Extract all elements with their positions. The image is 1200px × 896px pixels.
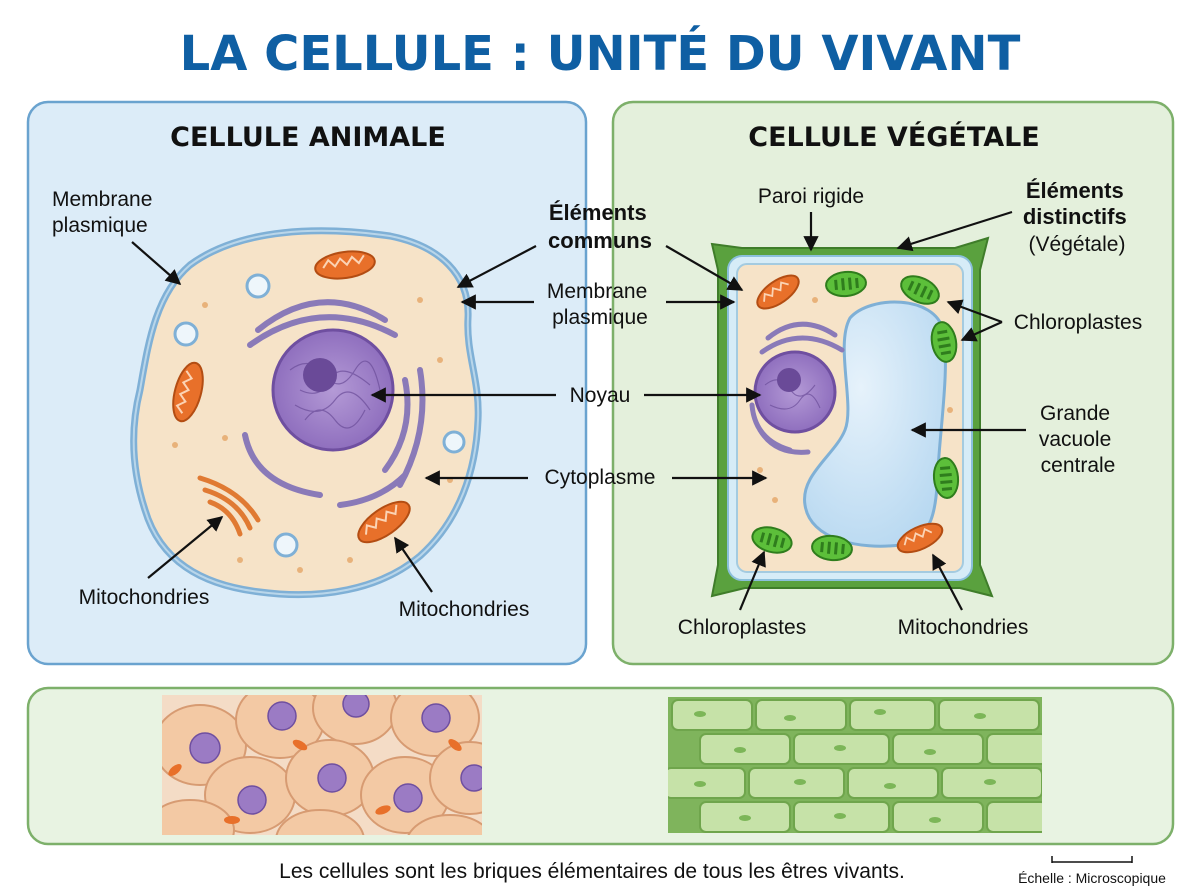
arrow	[960, 320, 1003, 342]
vacuole-label: Grande vacuole centrale	[1039, 402, 1117, 477]
common-cytoplasme-label: Cytoplasme	[545, 466, 656, 489]
paroi-label: Paroi rigide	[758, 185, 864, 208]
distinct-label: Éléments distinctifs (Végétale)	[1023, 178, 1131, 256]
animal-mito-right-label: Mitochondries	[399, 598, 530, 621]
chloro-right-label: Chloroplastes	[1014, 311, 1142, 334]
plant-nucleus	[753, 350, 837, 434]
common-membrane-label: Membrane plasmique	[547, 280, 653, 329]
common-header: Éléments communs	[548, 200, 652, 253]
arrow	[456, 245, 537, 288]
arrow	[394, 536, 433, 593]
animal-nucleus	[271, 328, 395, 452]
arrow	[896, 210, 1013, 252]
mito-bottom-label: Mitochondries	[898, 616, 1029, 639]
animal-panel-title: CELLULE ANIMALE	[170, 122, 446, 153]
arrow	[665, 245, 744, 291]
page-title: LA CELLULE : UNITÉ DU VIVANT	[180, 25, 1021, 82]
chloro-bottom-label: Chloroplastes	[678, 616, 806, 639]
common-noyau-label: Noyau	[570, 384, 631, 407]
plant-cell	[710, 236, 994, 598]
arrow	[738, 550, 766, 611]
arrow	[932, 553, 963, 611]
scale-bar	[1051, 856, 1133, 863]
arrow	[147, 516, 224, 579]
plant-chloroplasts	[751, 270, 960, 562]
scale-label: Échelle : Microscopique	[1018, 870, 1166, 886]
plant-tissue	[668, 697, 1042, 833]
arrow	[131, 241, 182, 286]
animal-cell	[130, 227, 482, 599]
plant-panel-title: CELLULE VÉGÉTALE	[748, 121, 1040, 153]
arrow	[946, 299, 1003, 324]
caption: Les cellules sont les briques élémentair…	[279, 860, 905, 883]
animal-tissue	[162, 695, 482, 835]
animal-mito-left-label: Mitochondries	[79, 586, 210, 609]
animal-mitochondria	[172, 250, 411, 544]
